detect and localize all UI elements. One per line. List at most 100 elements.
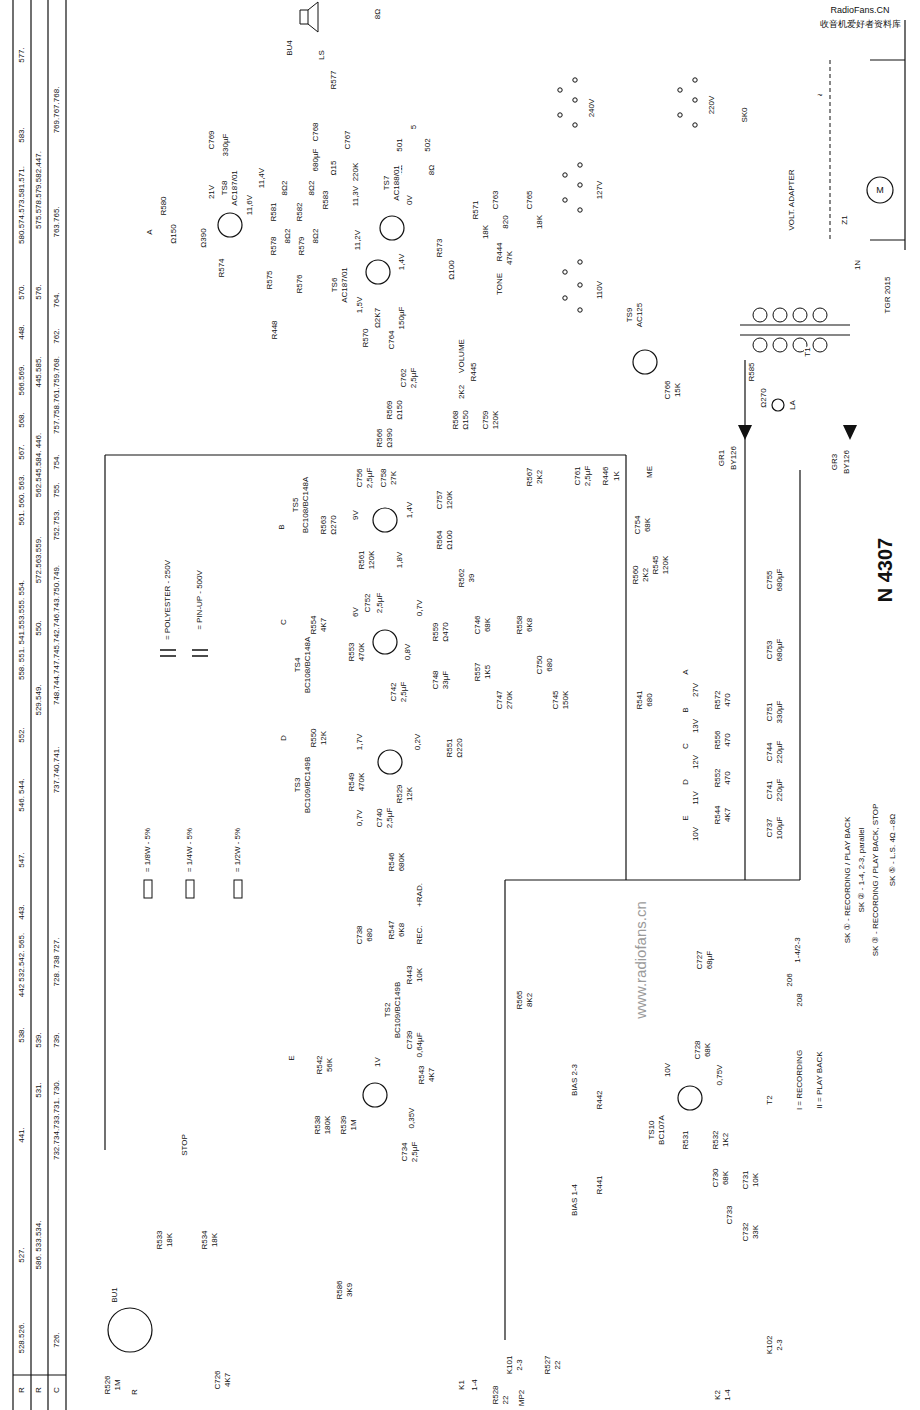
selector-contact [578,208,582,212]
schematic-label: C742 [390,681,398,702]
schematic-label: R553 [348,641,356,662]
parts-table-entry: 763.765. [53,205,61,238]
schematic-label: REC. [416,924,424,945]
wire [740,324,850,325]
schematic-label: R561 [358,549,366,570]
speaker-symbol [300,10,308,24]
parts-table-entry: 531. [35,1081,43,1099]
schematic-label: ~ [816,91,823,100]
transistor-label: AC187/01 [341,266,349,304]
schematic-label: R532 [712,1129,720,1150]
wire [870,59,905,60]
schematic-label: C738 [356,924,364,945]
transistor-outline [677,1085,703,1111]
schematic-label: C761 [574,465,582,486]
schematic-label: I = RECORDING [796,1049,804,1111]
schematic-label: C755 [766,569,774,590]
parts-table-entry: 561. 560. 563. [18,473,26,526]
parts-table-entry: 529.549. [35,683,43,716]
transistor-symbol: TS4BC108/BC148A [372,629,398,655]
selector-contact [578,260,582,264]
schematic-label: 0,8V [404,643,412,661]
schematic-label: 1,4V [406,501,414,519]
parts-table-entry: 577. [18,46,26,64]
schematic-label: 12K [406,786,414,802]
schematic-label: 470 [724,732,732,747]
transistor-symbol: TS6AC187/01 [365,259,391,285]
schematic-label: C730 [712,1167,720,1188]
schematic-label: 4K7 [724,807,732,823]
transistor-outline [632,349,658,375]
schematic-label: 470 [724,692,732,707]
speaker-symbol [308,2,318,32]
schematic-label: K2 [714,1389,722,1401]
schematic-label: C759 [482,409,490,430]
schematic-label: R442 [596,1089,604,1110]
transistor-label: BC108/BC148A [302,476,310,534]
schematic-label: R527 [544,1354,552,1375]
schematic-label: R565 [516,989,524,1010]
selector-contact [578,163,582,167]
schematic-label: 11,6V [246,194,254,216]
transistor-outline [217,212,243,238]
schematic-label: 8Ω [428,164,436,176]
schematic-label: R574 [218,257,226,278]
schematic-label: 1K2 [722,1132,730,1148]
parts-table-entry: 448. [18,323,26,341]
schematic-label: 1-4/2-3 [794,936,802,963]
parts-table-entry: 769.767.768. [53,86,61,135]
round-symbol [108,1308,152,1352]
wire [12,0,13,1410]
schematic-label: C728 [694,1039,702,1060]
schematic-label: 680µF [776,638,784,663]
schematic-label: 39 [468,573,476,584]
schematic-label: 11,4V [258,167,266,189]
schematic-label: 2K2 [536,469,544,485]
transistor-label: BC107A [658,1114,666,1146]
schematic-label: 10V [664,1062,672,1078]
parts-table-entry: 568. [18,411,26,429]
schematic-label: C [682,742,690,750]
schematic-label: C746 [474,614,482,635]
schematic-label: 120K [492,410,500,431]
schematic-label: T1 [804,346,812,357]
schematic-label: R562 [458,567,466,588]
schematic-label: 220K [352,162,360,183]
schematic-label: 68K [722,1170,730,1186]
schematic-label: VOLUME [458,338,466,374]
selector-contact [578,183,582,187]
selector-contact [693,123,697,127]
schematic-label: R569 [386,399,394,420]
schematic-label: R446 [602,465,610,486]
schematic-label: 1-4 [471,1378,479,1392]
parts-table-entry: 572.563.559. [35,536,43,585]
schematic-label: 120K [368,550,376,571]
schematic-label: R552 [714,767,722,788]
parts-table-entry: 576. [35,283,43,301]
schematic-label: 27K [390,470,398,486]
schematic-label: BIAS 2-3 [571,1063,579,1097]
schematic-label: 2,5µF [410,367,418,390]
schematic-label: C757 [436,489,444,510]
parts-table-entry: 737.740.741. [53,746,61,795]
schematic-label: C762 [400,367,408,388]
transistor-circle [363,1083,387,1107]
schematic-label: R547 [388,919,396,940]
schematic-label: C726 [214,1369,222,1390]
model-number: N 4307 [875,537,895,604]
selector-contact [578,308,582,312]
schematic-label: C748 [432,669,440,690]
selector-contact [693,78,697,82]
schematic-label: 502 [424,137,432,152]
transistor-symbol: TS8AC187/01 [217,212,243,238]
schematic-label: 220µF [776,778,784,803]
parts-table-entry: 546. 544. [18,777,26,812]
schematic-label: GR1 [718,449,726,467]
parts-table-entry: 732.734.733.731. 730. [53,1079,61,1161]
schematic-label: R556 [714,729,722,750]
schematic-label: 680µF [312,148,320,173]
schematic-label: 12V [692,754,700,770]
wire [505,879,800,880]
schematic-label: D [280,734,288,742]
transistor-circle [380,216,404,240]
